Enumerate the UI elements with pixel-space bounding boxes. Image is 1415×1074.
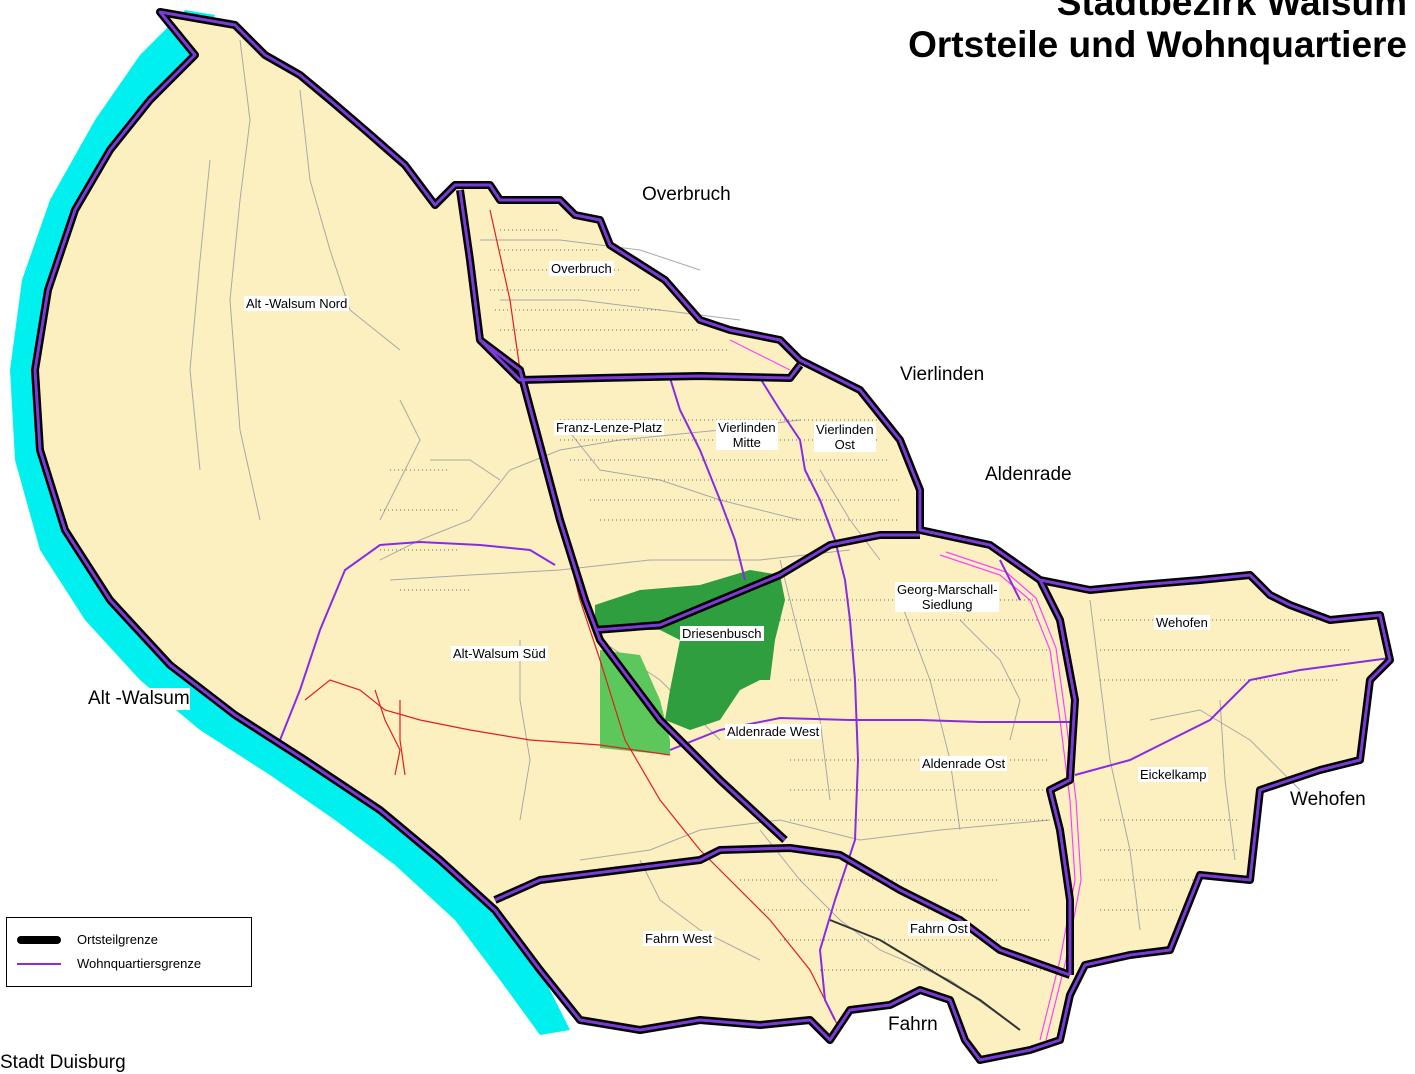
forest-driesenbusch [595,570,785,730]
quartier-label-alt-walsum-sued: Alt-Walsum Süd [451,646,548,661]
legend-row-wohnquartiersgrenze: Wohnquartiersgrenze [17,956,201,971]
map-title-line2: Ortsteile und Wohnquartiere [908,24,1407,65]
ortsteil-label-aldenrade: Aldenrade [985,464,1072,485]
quartier-label-vierlinden-mitte: Vierlinden Mitte [716,420,778,450]
quartier-label-wehofen: Wehofen [1154,615,1210,630]
railway-fahrn [829,919,1021,1031]
ortsteil-borders [31,8,1394,1064]
forest-light [600,650,670,755]
ortsteil-label-vierlinden: Vierlinden [900,364,985,385]
ortsteil-label-overbruch: Overbruch [642,184,731,205]
quartier-label-georg-marschall-siedlung: Georg-Marschall- Siedlung [895,582,1000,612]
map-title-line1: Stadtbezirk Walsum [1056,0,1407,23]
legend-symbol-thin-line [17,962,61,965]
legend-label-wohnquartiersgrenze: Wohnquartiersgrenze [77,956,202,971]
ortsteil-label-fahrn: Fahrn [888,1014,938,1036]
legend-label-ortsteilgrenze: Ortsteilgrenze [77,932,158,947]
quartier-label-fahrn-west: Fahrn West [643,931,714,946]
legend-symbol-thick-line [17,935,61,944]
harbor-basin-south [285,765,350,800]
legend-row-ortsteilgrenze: Ortsteilgrenze [17,932,158,947]
quartier-label-vierlinden-ost: Vierlinden Ost [814,422,876,452]
quartier-label-aldenrade-ost: Aldenrade Ost [920,756,1008,771]
quartier-label-aldenrade-west: Aldenrade West [725,724,822,739]
quartier-label-franz-lenze-platz: Franz-Lenze-Platz [554,420,665,435]
ortsteil-label-alt-walsum: Alt -Walsum [88,688,190,710]
quartier-label-eickelkamp: Eickelkamp [1138,767,1209,782]
ortsteil-label-wehofen: Wehofen [1290,789,1366,810]
footer-city: Stadt Duisburg [0,1052,126,1073]
quartier-label-fahrn-ost: Fahrn Ost [908,921,970,936]
quartier-label-driesenbusch: Driesenbusch [680,626,764,641]
quartier-label-overbruch: Overbruch [549,261,614,276]
map-legend: Ortsteilgrenze Wohnquartiersgrenze [6,917,252,987]
quartier-label-alt-walsum-nord: Alt -Walsum Nord [244,296,350,311]
